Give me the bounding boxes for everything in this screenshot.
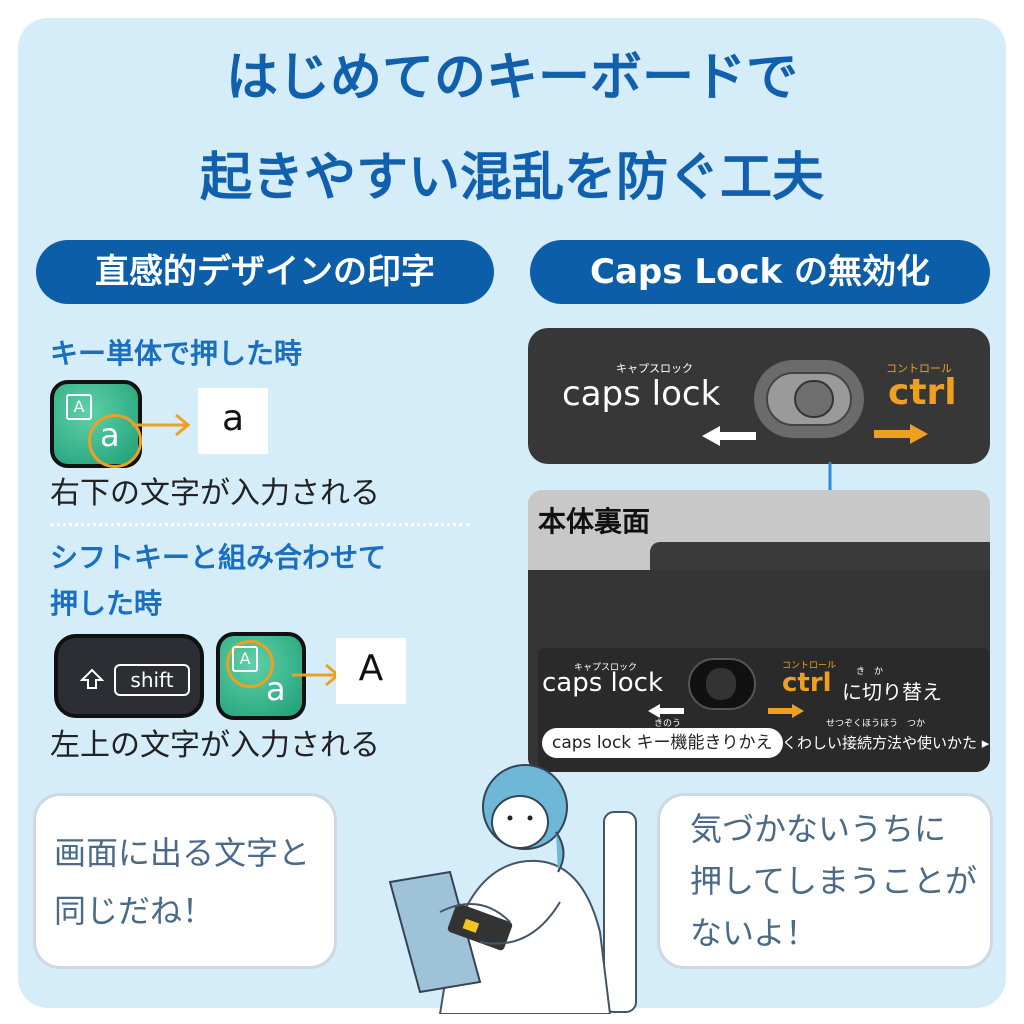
single-key-heading: キー単体で押した時	[50, 337, 303, 370]
key-uppercase-label: A	[232, 646, 258, 672]
shift-key: shift	[54, 634, 204, 718]
key-lowercase-label: a	[266, 670, 286, 708]
photo-badge-ruby: きのう	[654, 719, 682, 729]
right-speech-bubble: 気づかないうちに 押してしまうことが ないよ！	[660, 796, 990, 966]
photo-switch-suffix: に切り替え	[842, 680, 942, 704]
photo-label: 本体裏面	[538, 505, 651, 538]
shift-caption: 左上の文字が入力される	[50, 728, 380, 763]
output-lowercase: a	[198, 388, 268, 454]
caps-lock-ruby: キャプスロック	[616, 362, 693, 375]
arrow-left-icon	[648, 704, 684, 718]
divider	[50, 523, 470, 526]
shift-key-label: shift	[114, 664, 190, 696]
photo-switch-suffix-ruby: き か	[856, 667, 884, 677]
right-section-pill: Caps Lock の無効化	[530, 240, 990, 304]
output-uppercase: A	[336, 638, 406, 704]
right-bubble-line3: ないよ！	[690, 914, 818, 952]
arrow-right-icon	[132, 413, 191, 437]
person-illustration	[388, 764, 637, 1014]
photo-badge: caps lock キー機能きりかえ	[542, 728, 783, 758]
arrow-right-icon	[768, 704, 804, 718]
photo-switch-knob	[706, 668, 736, 700]
ctrl-ruby: コントロール	[886, 362, 952, 375]
key-uppercase-label: A	[66, 394, 92, 420]
letter-key-a-shifted: A a	[216, 632, 306, 720]
switch-track	[766, 372, 852, 426]
photo-ctrl-label: ctrl	[782, 668, 832, 698]
ctrl-label: ctrl	[888, 372, 957, 413]
switch-housing	[754, 360, 864, 438]
photo-link: くわしい接続方法や使いかた ▸	[782, 734, 990, 752]
right-bubble-line2: 押してしまうことが	[690, 862, 978, 900]
arrow-left-icon	[702, 426, 756, 446]
photo-switch	[688, 658, 756, 710]
arrow-right-icon	[874, 424, 928, 444]
right-bubble-line1: 気づかないうちに	[690, 810, 947, 848]
highlight-ring	[88, 414, 142, 468]
photo-link-ruby: せつぞくほうほう つか	[826, 719, 926, 729]
caps-lock-label: caps lock	[562, 374, 721, 414]
left-bubble-line2: 同じだね！	[54, 892, 215, 930]
left-bubble-line1: 画面に出る文字と	[54, 834, 311, 872]
keyboard-back-photo: 本体裏面 キャプスロック caps lock コントロール ctrl に切り替え…	[528, 490, 990, 772]
page-title-line2: 起きやすい混乱を防ぐ工夫	[199, 148, 824, 208]
switch-diagram-panel: キャプスロック caps lock コントロール ctrl	[528, 328, 990, 464]
page-title-line1: はじめてのキーボードで	[225, 48, 798, 108]
shift-heading-line2: 押した時	[50, 587, 163, 620]
left-section-pill: 直感的デザインの印字	[36, 240, 494, 304]
photo-caps-lock-ruby: キャプスロック	[574, 663, 638, 673]
key-lowercase-label: a	[100, 416, 120, 454]
single-key-caption: 右下の文字が入力される	[50, 476, 380, 511]
photo-ctrl-ruby: コントロール	[782, 661, 837, 671]
switch-knob	[794, 380, 834, 418]
shift-heading-line1: シフトキーと組み合わせて	[50, 541, 387, 574]
letter-key-a: A a	[50, 380, 142, 468]
label-plate: キャプスロック caps lock コントロール ctrl に切り替え き か …	[538, 648, 990, 772]
photo-caps-lock-label: caps lock	[542, 668, 664, 698]
highlight-ring	[226, 640, 274, 688]
shift-arrow-icon	[80, 668, 104, 689]
left-speech-bubble: 画面に出る文字と 同じだね！	[36, 796, 334, 966]
